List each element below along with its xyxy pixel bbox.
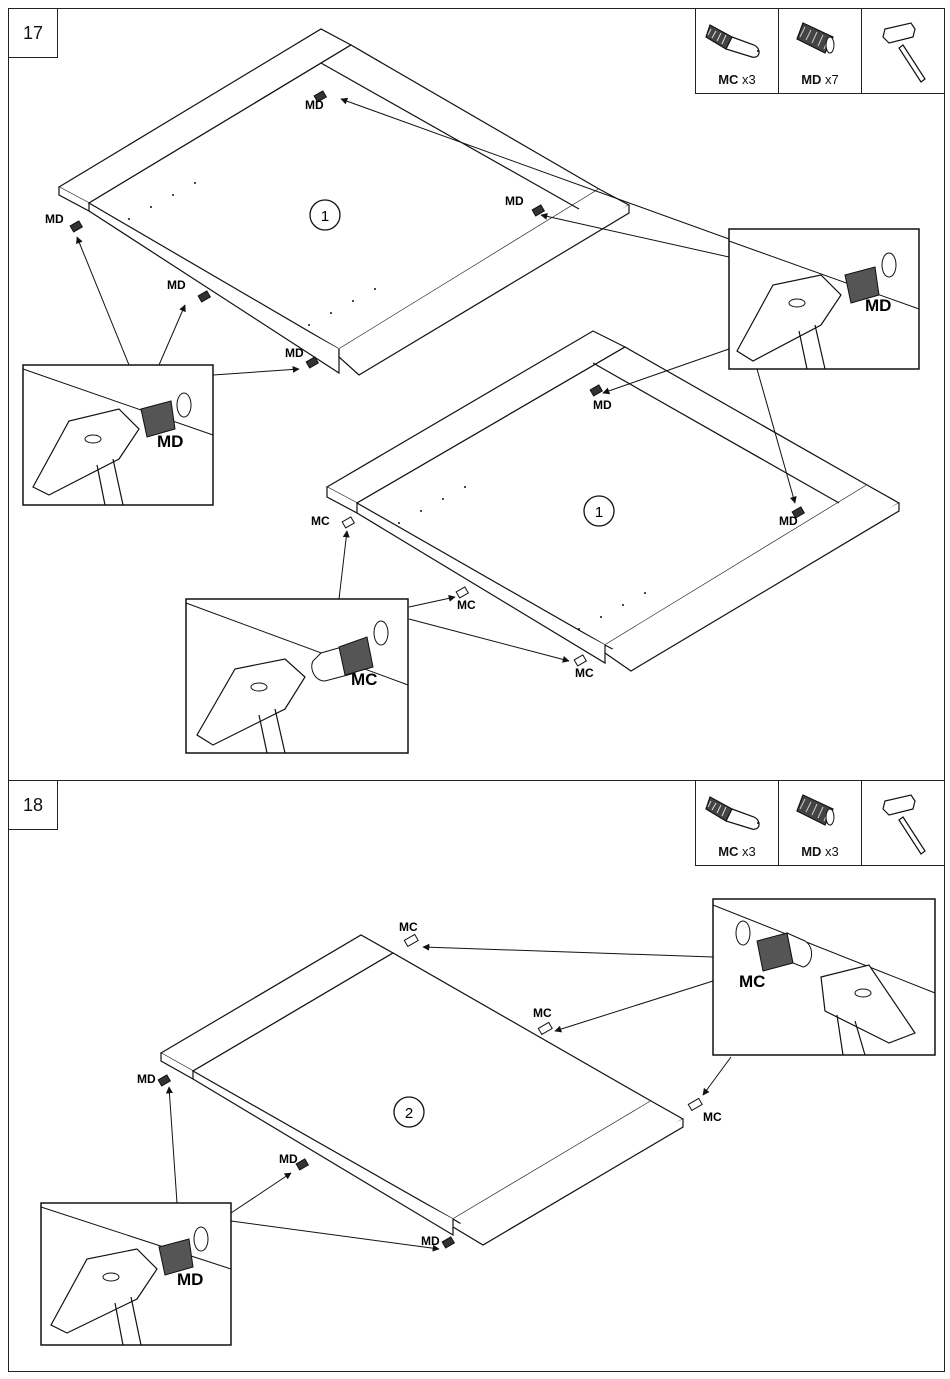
- mc-fitting: [404, 934, 418, 946]
- mc-label: MC: [311, 514, 330, 528]
- md-label: MD: [779, 514, 798, 528]
- md-label: MD: [177, 1270, 203, 1289]
- detail-callout-mc: MC: [713, 899, 935, 1055]
- md-label: MD: [279, 1152, 298, 1166]
- svg-text:1: 1: [595, 504, 603, 521]
- mc-label: MC: [739, 972, 765, 991]
- mc-fitting: [574, 655, 586, 666]
- md-label: MD: [421, 1234, 440, 1248]
- md-label: MD: [157, 432, 183, 451]
- detail-callout-mc: MC: [186, 599, 408, 753]
- step-18-panel: 18 MC x3 MD x3: [8, 780, 945, 1372]
- md-label: MD: [285, 346, 304, 360]
- md-label: MD: [167, 278, 186, 292]
- mc-label: MC: [399, 920, 418, 934]
- md-fitting: [442, 1237, 454, 1248]
- mc-fitting: [456, 587, 468, 598]
- mc-label: MC: [703, 1110, 722, 1124]
- mc-label: MC: [575, 666, 594, 680]
- md-label: MD: [305, 98, 324, 112]
- detail-callout-md-left: MD: [23, 365, 213, 505]
- panel-frame-upper: [59, 29, 629, 375]
- md-fitting: [198, 291, 210, 302]
- svg-text:1: 1: [321, 208, 329, 225]
- detail-callout-md-right: MD: [729, 229, 919, 369]
- panel-frame: [161, 935, 683, 1245]
- mc-fitting: [342, 517, 354, 528]
- md-label: MD: [137, 1072, 156, 1086]
- mc-label: MC: [351, 670, 377, 689]
- md-label: MD: [593, 398, 612, 412]
- md-fitting: [158, 1075, 170, 1086]
- svg-text:2: 2: [405, 1105, 413, 1122]
- mc-fitting: [688, 1098, 702, 1110]
- mc-label: MC: [457, 598, 476, 612]
- assembly-drawing-18: 2 MD MD MD MC MC MC: [9, 781, 944, 1371]
- panel-number-marker: 1: [310, 200, 340, 230]
- md-label: MD: [45, 212, 64, 226]
- md-label: MD: [865, 296, 891, 315]
- panel-number-marker: 2: [394, 1097, 424, 1127]
- mc-fitting: [538, 1022, 552, 1034]
- md-label: MD: [505, 194, 524, 208]
- assembly-drawing-17: 1 1 MD MD MD MD MD MD MD MC: [9, 9, 944, 781]
- step-17-panel: 17 MC x3 MD x7: [8, 8, 945, 782]
- detail-callout-md: MD: [41, 1203, 231, 1345]
- md-fitting: [296, 1159, 308, 1170]
- mc-label: MC: [533, 1006, 552, 1020]
- md-fitting: [70, 221, 82, 232]
- panel-number-marker: 1: [584, 496, 614, 526]
